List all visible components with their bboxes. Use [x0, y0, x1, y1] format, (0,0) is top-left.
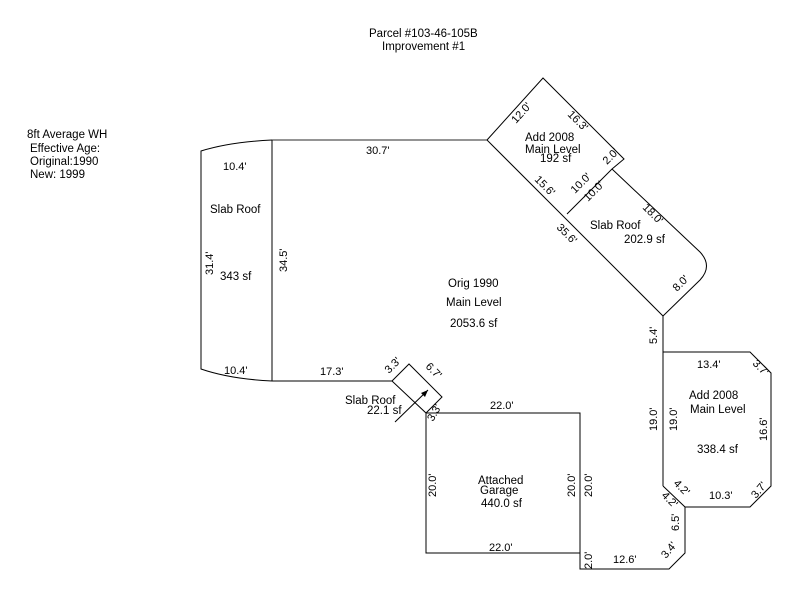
- dim-left-slab-side: 31.4': [204, 251, 216, 275]
- dim-left-slab-top: 10.4': [223, 161, 247, 173]
- add-east-area: 338.4 sf: [697, 444, 739, 456]
- dim-bottom-run: 12.6': [613, 554, 637, 566]
- dim-add-north-sw: 15.6': [532, 174, 557, 199]
- add-east-line2: Main Level: [690, 404, 746, 416]
- bottom-outline: [579, 485, 686, 570]
- main-level-outline: [271, 139, 664, 486]
- ne-slab-name: Slab Roof: [590, 220, 641, 232]
- ne-slab-area: 202.9 sf: [624, 234, 666, 246]
- dim-bottom-corner: 3.4': [659, 540, 679, 561]
- add-east-shape: [663, 351, 772, 508]
- note-wall-height: 8ft Average WH: [27, 129, 108, 141]
- dim-left-slab-bottom: 10.4': [224, 365, 248, 377]
- note-new: New: 1999: [30, 169, 85, 181]
- dim-bottom-right: 6.5': [670, 514, 682, 531]
- left-slab-roof-shape: [200, 139, 273, 382]
- main-area-value: 2053.6 sf: [450, 318, 498, 330]
- dim-bottom-short: 2.0': [583, 552, 595, 569]
- dim-ne-slab-ne: 18.0': [640, 202, 665, 227]
- add-east-line1: Add 2008: [689, 390, 738, 402]
- dim-main-left: 34.5': [278, 248, 290, 272]
- add-north-line2: Main Level: [525, 144, 581, 156]
- header-parcel: Parcel #103-46-105B: [369, 28, 478, 40]
- dim-east-top: 13.4': [697, 359, 721, 371]
- dim-main-diag: 35.6': [554, 222, 579, 247]
- dim-main-right-short: 5.4': [648, 327, 660, 344]
- header-improvement: Improvement #1: [382, 41, 466, 53]
- garage-area: 440.0 sf: [481, 498, 523, 510]
- left-slab-area: 343 sf: [220, 271, 252, 283]
- small-slab-name: Slab Roof: [345, 395, 396, 407]
- dim-garage-right-outer: 20.0': [583, 473, 595, 497]
- dim-garage-left: 20.0': [427, 473, 439, 497]
- dim-east-left-outer: 19.0': [648, 407, 660, 431]
- dim-east-se: 3.7': [749, 480, 769, 501]
- note-original: Original:1990: [30, 156, 99, 168]
- dim-garage-top: 22.0': [490, 400, 514, 412]
- dim-small-slab-se: 3.3': [425, 402, 444, 423]
- left-slab-name: Slab Roof: [210, 204, 261, 216]
- dim-east-bottom: 10.3': [709, 490, 733, 502]
- main-area-line1: Orig 1990: [448, 278, 499, 290]
- dim-bottom-diag-outer: 4.2': [659, 490, 680, 511]
- garage-line1: Attached: [478, 475, 523, 487]
- dim-main-bottom-left: 17.3': [320, 366, 344, 378]
- add-north-shape: [486, 77, 625, 215]
- note-effective-age: Effective Age:: [30, 143, 101, 155]
- dim-garage-bottom: 22.0': [489, 542, 513, 554]
- dim-add-north-nw: 12.0': [509, 101, 534, 127]
- dim-east-ne: 3.7': [750, 358, 771, 379]
- ne-slab-roof-shape: [611, 168, 707, 317]
- small-slab-area: 22.1 sf: [367, 405, 402, 417]
- dim-east-left-inner: 19.0': [668, 407, 680, 431]
- main-area-line2: Main Level: [446, 297, 502, 309]
- add-north-line1: Add 2008: [525, 132, 574, 144]
- dim-small-slab-ne: 6.7': [423, 361, 444, 382]
- add-north-area: 192 sf: [540, 153, 572, 165]
- dim-garage-right-inner: 20.0': [566, 473, 578, 497]
- garage-line2: Garage: [480, 485, 518, 497]
- dim-main-top: 30.7': [366, 145, 390, 157]
- dim-add-north-ne: 16.3': [565, 109, 590, 134]
- dim-east-right: 16.6': [758, 417, 770, 441]
- small-slab-roof-shape: [391, 363, 443, 423]
